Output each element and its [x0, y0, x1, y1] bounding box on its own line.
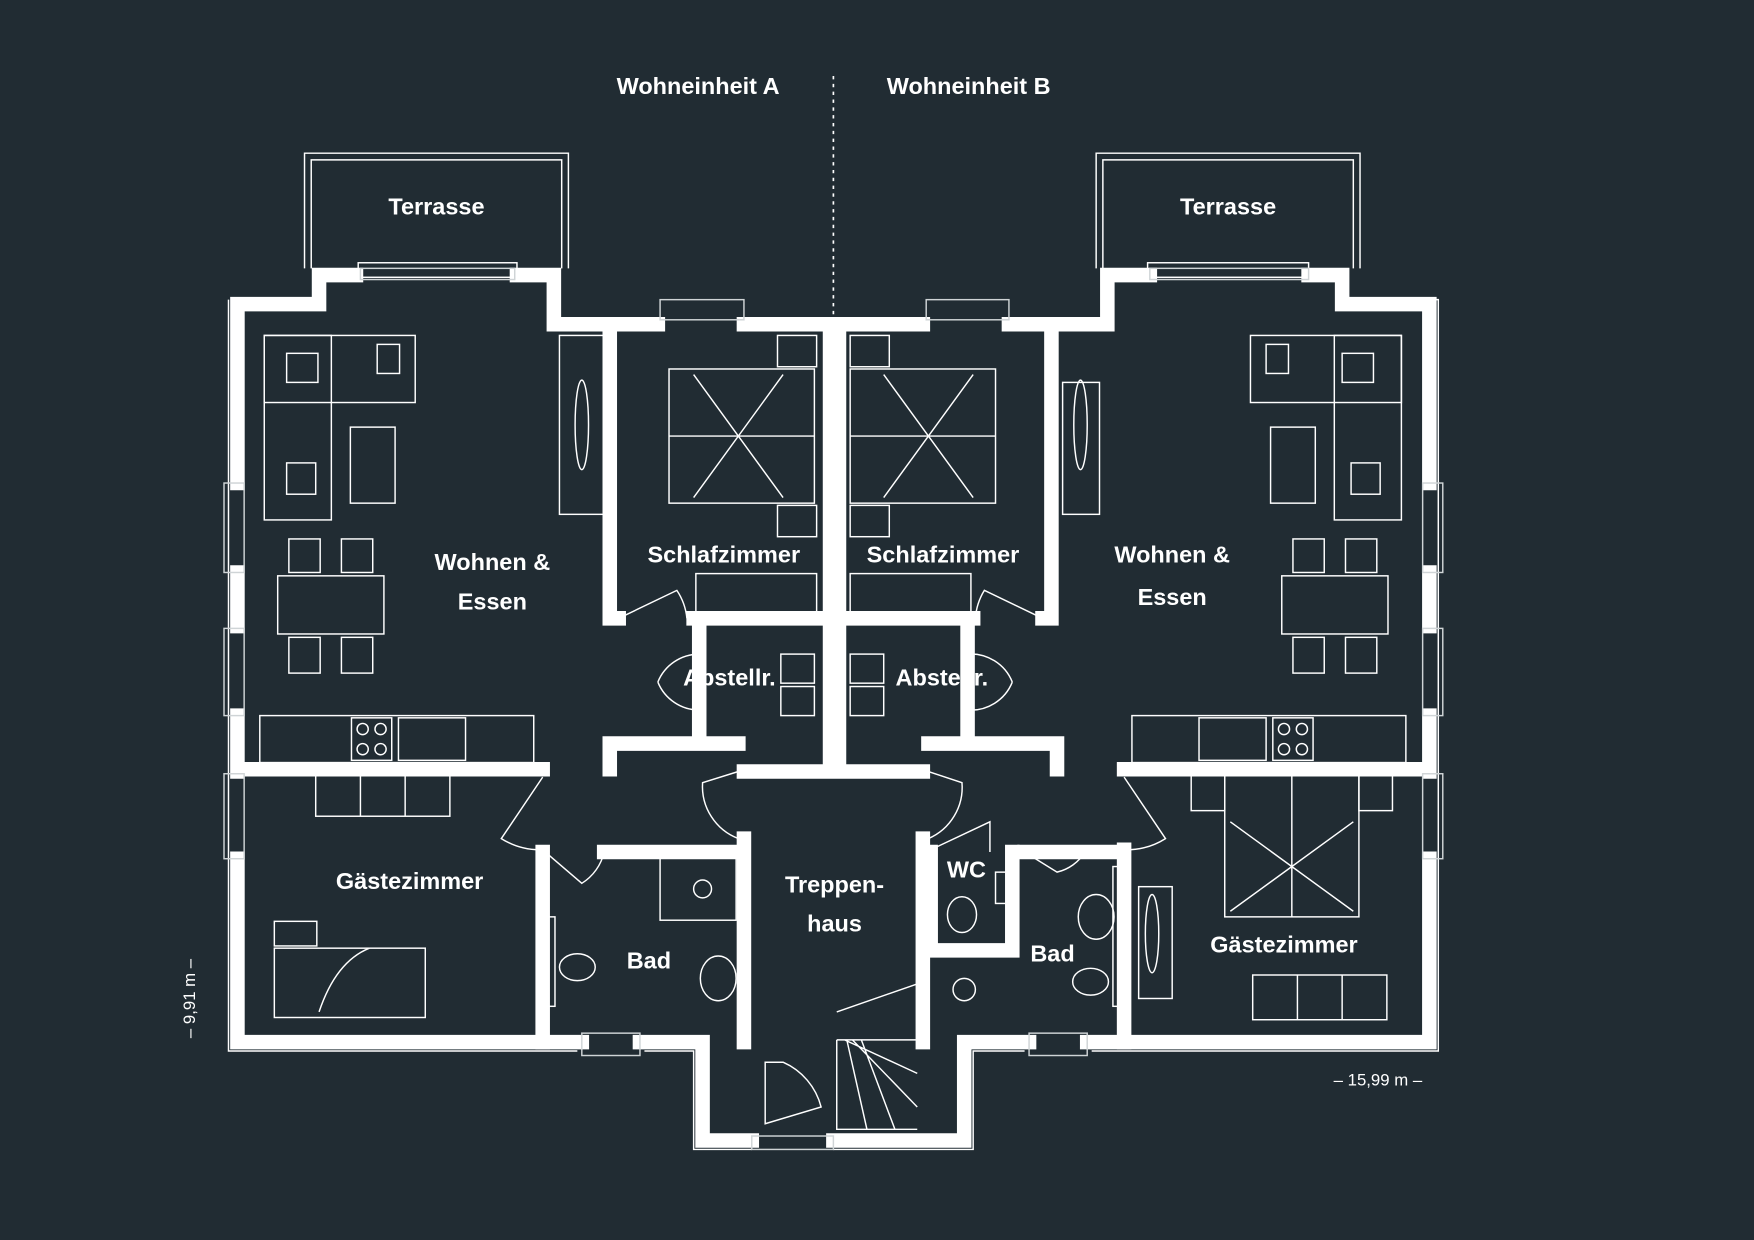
doors [500, 589, 1167, 1125]
unit-a-heading: Wohneinheit A [617, 73, 780, 99]
room-label-bedroom-a: Schlafzimmer [648, 541, 801, 567]
furniture-unit-b [849, 334, 1407, 1021]
staircase [836, 983, 918, 1131]
room-label-stairwell-line1: Treppen- [785, 871, 884, 897]
walls [227, 267, 1440, 1151]
room-label-bath-a: Bad [627, 947, 671, 973]
room-label-guest-b: Gästezimmer [1210, 932, 1357, 958]
room-label-living-b-line2: Essen [1138, 584, 1207, 610]
room-label-living-a-line1: Wohnen & [435, 549, 551, 575]
room-label-guest-a: Gästezimmer [336, 868, 483, 894]
furniture-unit-a [259, 334, 818, 1019]
room-label-living-b-line1: Wohnen & [1114, 541, 1230, 567]
dimension-width: – 15,99 m – [1334, 1071, 1423, 1090]
room-label-living-a-line2: Essen [458, 588, 527, 614]
room-label-terrace-a: Terrasse [388, 194, 484, 220]
room-label-bath-b: Bad [1030, 941, 1074, 967]
unit-b-heading: Wohneinheit B [887, 73, 1051, 99]
room-label-wc-b: WC [947, 857, 986, 883]
dimension-depth: – 9,91 m – [180, 958, 199, 1038]
room-label-storage-b: Abstellr. [896, 664, 989, 690]
room-label-terrace-b: Terrasse [1180, 194, 1276, 220]
windows [223, 267, 1444, 1151]
room-label-bedroom-b: Schlafzimmer [867, 541, 1020, 567]
room-label-stairwell-line2: haus [807, 910, 862, 936]
room-label-storage-a: Abstellr. [683, 664, 776, 690]
